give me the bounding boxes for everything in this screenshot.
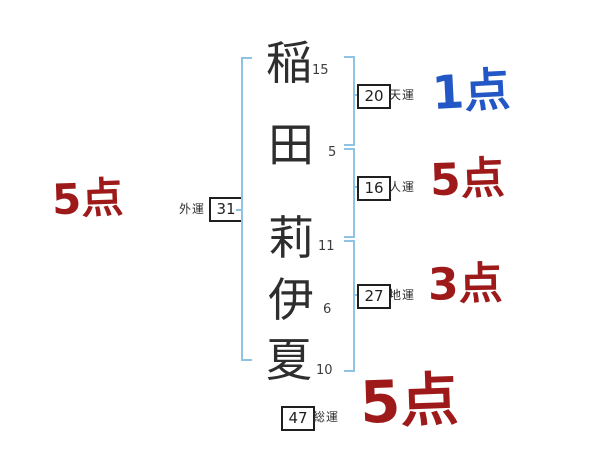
person-luck-bracket — [344, 148, 355, 238]
stroke-count: 5 — [328, 145, 337, 160]
person-luck-label: 人運 — [389, 180, 416, 194]
person-luck-value: 16 — [364, 179, 384, 197]
outer-luck-bracket — [241, 57, 252, 361]
person-luck-value-box: 16 — [357, 176, 391, 201]
heaven-luck-bracket — [344, 56, 355, 146]
heaven-luck-label: 天運 — [389, 88, 416, 102]
total-luck-value: 47 — [288, 409, 308, 427]
earth-luck-bracket — [344, 240, 355, 372]
earth-luck-score: 3点 — [427, 258, 504, 311]
name-character: 稲 — [266, 36, 312, 90]
heaven-luck-score: 1点 — [430, 61, 512, 121]
person-luck-score: 5点 — [429, 152, 506, 207]
outer-luck-value: 31 — [216, 200, 236, 218]
earth-luck-label: 地運 — [389, 288, 416, 302]
heaven-luck-value: 20 — [364, 87, 384, 105]
name-character: 莉 — [268, 211, 314, 265]
earth-luck-value-box: 27 — [357, 284, 391, 309]
outer-luck-score: 5点 — [51, 172, 125, 225]
person-luck-bracket-tick — [353, 186, 358, 188]
total-luck-score: 5点 — [358, 365, 460, 437]
outer-luck-label: 外運 — [179, 202, 206, 216]
stroke-count: 6 — [323, 302, 332, 317]
stroke-count: 11 — [318, 239, 335, 254]
name-character: 伊 — [268, 273, 314, 327]
earth-luck-bracket-tick — [353, 294, 358, 296]
name-character: 田 — [268, 118, 314, 172]
heaven-luck-value-box: 20 — [357, 84, 391, 109]
total-luck-label: 総運 — [313, 410, 340, 424]
heaven-luck-bracket-tick — [353, 94, 358, 96]
stroke-count: 10 — [316, 363, 333, 378]
name-character: 夏 — [266, 333, 312, 387]
stroke-count: 15 — [312, 63, 329, 78]
earth-luck-value: 27 — [364, 287, 384, 305]
total-luck-value-box: 47 — [281, 406, 315, 431]
outer-luck-bracket-tick — [236, 209, 242, 211]
